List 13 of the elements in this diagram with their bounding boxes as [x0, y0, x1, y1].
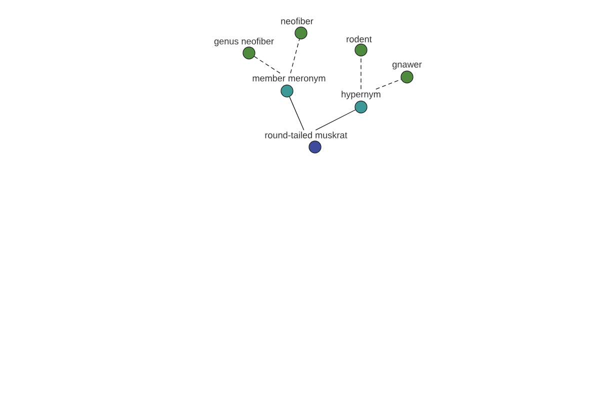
connector-line [315, 110, 356, 130]
node-label: neofiber [281, 18, 314, 24]
node-label: round-tailed muskrat [265, 132, 348, 138]
node-label: rodent [346, 36, 372, 42]
node-label: genus neofiber [214, 38, 274, 46]
connector-line [254, 56, 280, 74]
node-label: gnawer [392, 62, 422, 70]
node-label: member meronym [252, 74, 326, 84]
connector-line [290, 38, 300, 74]
connector-line [360, 56, 362, 90]
connector-line [289, 96, 304, 130]
connector-line [376, 78, 402, 90]
node-label: hypernym [342, 90, 380, 100]
